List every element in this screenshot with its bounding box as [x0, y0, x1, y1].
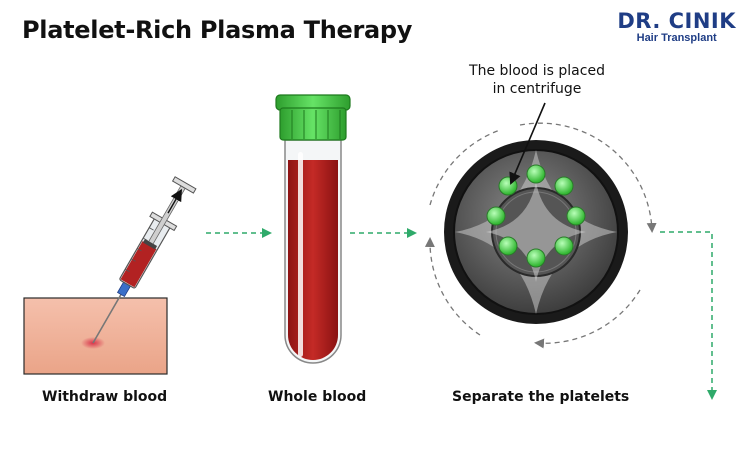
logo-name: DR. CINIK: [617, 9, 736, 33]
callout-line-1: The blood is placed: [469, 63, 605, 79]
rotation-arrow-left: [424, 237, 481, 336]
test-tube-illustration: [275, 94, 351, 364]
step-label-withdraw: Withdraw blood: [42, 389, 168, 405]
centrifuge-illustration: [424, 102, 657, 349]
callout-line-2: in centrifuge: [492, 81, 582, 97]
step-label-whole-blood: Whole blood: [268, 389, 367, 405]
syringe-icon: [92, 176, 197, 344]
flow-arrow-3: [660, 231, 717, 400]
rotation-arrow-top: [519, 122, 657, 233]
callout-pointer: [509, 102, 546, 185]
brand-logo: DR. CINIK Hair Transplant: [617, 9, 736, 44]
page-title: Platelet-Rich Plasma Therapy: [22, 16, 413, 44]
logo-tagline: Hair Transplant: [636, 32, 717, 44]
centrifuge-callout: The blood is placed in centrifuge: [462, 62, 612, 98]
step-label-separate: Separate the platelets: [452, 389, 630, 405]
whole-blood-fill: [288, 160, 338, 360]
withdraw-blood-illustration: [23, 176, 197, 375]
skin-patch: [23, 297, 168, 375]
tube-cap: [275, 94, 351, 141]
